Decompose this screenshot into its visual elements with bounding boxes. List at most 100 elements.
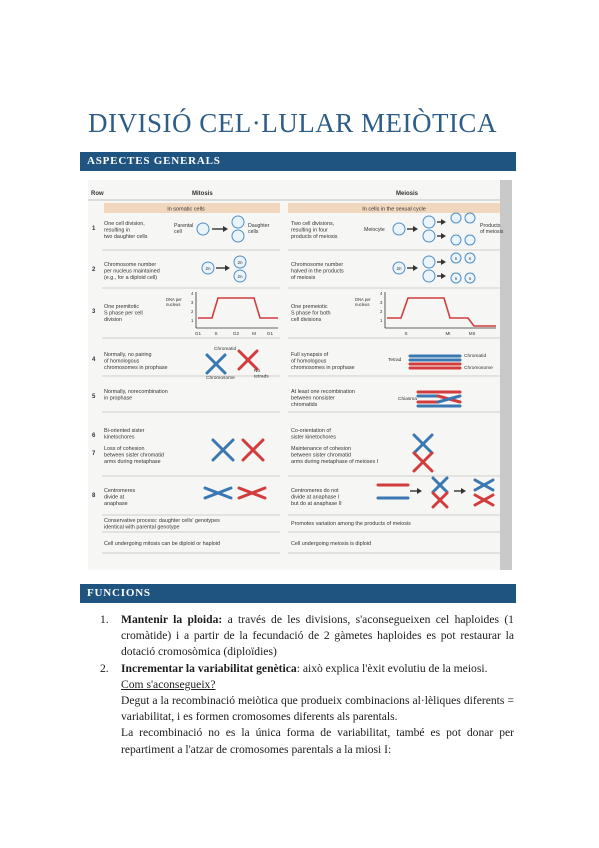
- meiosis-row-text: products of meiosis: [291, 234, 338, 240]
- meiosis-row-text: cell divisions: [291, 317, 322, 323]
- x-tick-label: MII: [469, 331, 475, 336]
- mitosis-footer-text: Cell undergoing mitosis can be diploid o…: [104, 541, 220, 547]
- meiosis-row-text: of homologous: [291, 358, 327, 364]
- ploidy-circle: [464, 272, 476, 284]
- ploidy-circle: [233, 269, 247, 283]
- section-header-general: ASPECTES GENERALS: [80, 152, 516, 171]
- paragraph: Degut a la recombinació meiòtica que pro…: [121, 694, 514, 724]
- mitosis-row-text: One cell division,: [104, 221, 145, 227]
- row-number: 1: [92, 226, 96, 232]
- mitosis-row-text: divide at: [104, 494, 125, 500]
- meiosis-row-text: Maintenance of cohesion: [291, 446, 351, 452]
- ploidy-circle: [201, 261, 215, 275]
- dna-axis-label: nucleus: [166, 302, 180, 307]
- intermediate-cell-circle: [422, 215, 436, 229]
- meiosis-band-label: In cells in the sexual cycle: [362, 207, 426, 213]
- meiosis-row-text: between sister chromatid: [291, 452, 351, 458]
- division-arrow: [441, 233, 446, 239]
- meiosis-row-text: Two cell divisions,: [291, 221, 335, 227]
- chromatid-label: Chromatid: [214, 346, 236, 352]
- page-edge-shadow: [500, 180, 512, 570]
- product-cell-circle: [450, 212, 462, 224]
- red-chromosome: [241, 438, 265, 462]
- blue-chromosome: [412, 433, 434, 455]
- ploidy-label: n: [469, 256, 472, 261]
- red-chromosome: [431, 491, 449, 509]
- mitosis-row-text: Chromosome number: [104, 262, 156, 268]
- x-tick-label: M: [252, 331, 256, 336]
- division-arrow: [417, 488, 422, 494]
- row-number: 8: [92, 493, 96, 499]
- y-tick-label: 1: [191, 318, 194, 323]
- mitosis-band: [104, 203, 280, 213]
- division-arrow: [223, 226, 228, 232]
- mitosis-row-text: One premitotic: [104, 304, 139, 310]
- mitosis-row-text: chromosomes in prophase: [104, 365, 168, 371]
- mitosis-row-text: in prophase: [104, 395, 132, 401]
- ploidy-circle: [422, 269, 436, 283]
- y-tick-label: 3: [380, 300, 383, 305]
- function-text: a través de les divisions, s'aconsegueix…: [121, 613, 514, 659]
- red-chromatid-pair: [480, 493, 495, 507]
- parental-cell-label: Parental: [174, 223, 193, 229]
- red-chromatid-pair: [247, 486, 267, 500]
- question-text: Com s'aconsegueix?: [121, 677, 216, 691]
- chiasma-label: Chiasma: [398, 396, 417, 402]
- daughter-cell-circle: [231, 215, 245, 229]
- paragraph: La recombinació no es la única forma de …: [121, 726, 514, 756]
- dna-axis-label: DNA per: [166, 297, 182, 302]
- section-header-functions: FUNCIONS: [80, 584, 516, 603]
- meiosis-row-text: S phase for both: [291, 310, 331, 316]
- function-item-variability: 2. Incrementar la variabilitat genètica:…: [100, 661, 514, 758]
- chromosome-label: Chromosome: [464, 365, 493, 371]
- y-tick-label: 4: [380, 291, 383, 296]
- daughter-cells-label: Daughter: [248, 223, 270, 229]
- parental-cell-circle: [196, 222, 210, 236]
- no-tetrads-label: No: [254, 368, 260, 374]
- products-label: Products: [480, 223, 501, 229]
- ploidy-label: 2n: [237, 274, 243, 279]
- row-number: 6: [92, 433, 96, 439]
- blue-chromosome: [205, 353, 227, 375]
- blue-chromosome: [211, 438, 235, 462]
- meiosis-row-text: arms during metaphase of meioses I: [291, 459, 378, 465]
- daughter-cell-circle: [231, 229, 245, 243]
- row-number: 4: [92, 357, 96, 363]
- x-tick-label: G1: [195, 331, 202, 336]
- page-title: DIVISIÓ CEL·LULAR MEIÒTICA: [88, 108, 497, 138]
- meiosis-row-text: chromosomes in prophase: [291, 365, 355, 371]
- row-number: 7: [92, 451, 96, 457]
- mitosis-row-text: resulting in: [104, 227, 130, 233]
- x-tick-label: MI: [445, 331, 450, 336]
- list-number: 1.: [100, 613, 109, 626]
- division-arrow: [413, 265, 418, 271]
- meiocyte-label: Meiocyte: [364, 227, 385, 233]
- meiosis-row-text: One premeiotic: [291, 304, 328, 310]
- ploidy-circle: [450, 272, 462, 284]
- y-tick-label: 2: [380, 309, 383, 314]
- ploidy-circle: [422, 255, 436, 269]
- function-item-ploidy: 1. Mantenir la ploida: a través de les d…: [100, 612, 514, 661]
- meiosis-row-text: divide at anaphase I: [291, 494, 339, 500]
- division-arrow: [225, 265, 230, 271]
- meiosis-footer-text: Cell undergoing meiosis is diploid: [291, 541, 371, 547]
- division-arrow: [413, 226, 418, 232]
- meiosis-footer-text: Promotes variation among the products of…: [291, 521, 411, 527]
- blue-chromatid-pair: [213, 486, 233, 500]
- mitosis-row-text: kinetochores: [104, 434, 135, 440]
- header-row: Row: [91, 191, 104, 197]
- x-tick-label: G2: [233, 331, 240, 336]
- meiosis-row-text: Full synapsis of: [291, 352, 329, 358]
- products-label: of meiosis: [480, 229, 504, 235]
- meiosis-row-text: sister kinetochores: [291, 434, 336, 440]
- header-meiosis: Meiosis: [396, 191, 419, 197]
- mitosis-row-text: two daughter cells: [104, 234, 148, 240]
- division-arrow: [441, 273, 446, 279]
- blue-chromatid-pair: [480, 478, 495, 492]
- meiosis-row-text: Chromosome number: [291, 262, 343, 268]
- product-cell-circle: [464, 212, 476, 224]
- blue-chromosome: [436, 394, 462, 404]
- mitosis-row-text: Bi-oriented sister: [104, 428, 145, 434]
- meiosis-row-text: between nonsister: [291, 395, 335, 401]
